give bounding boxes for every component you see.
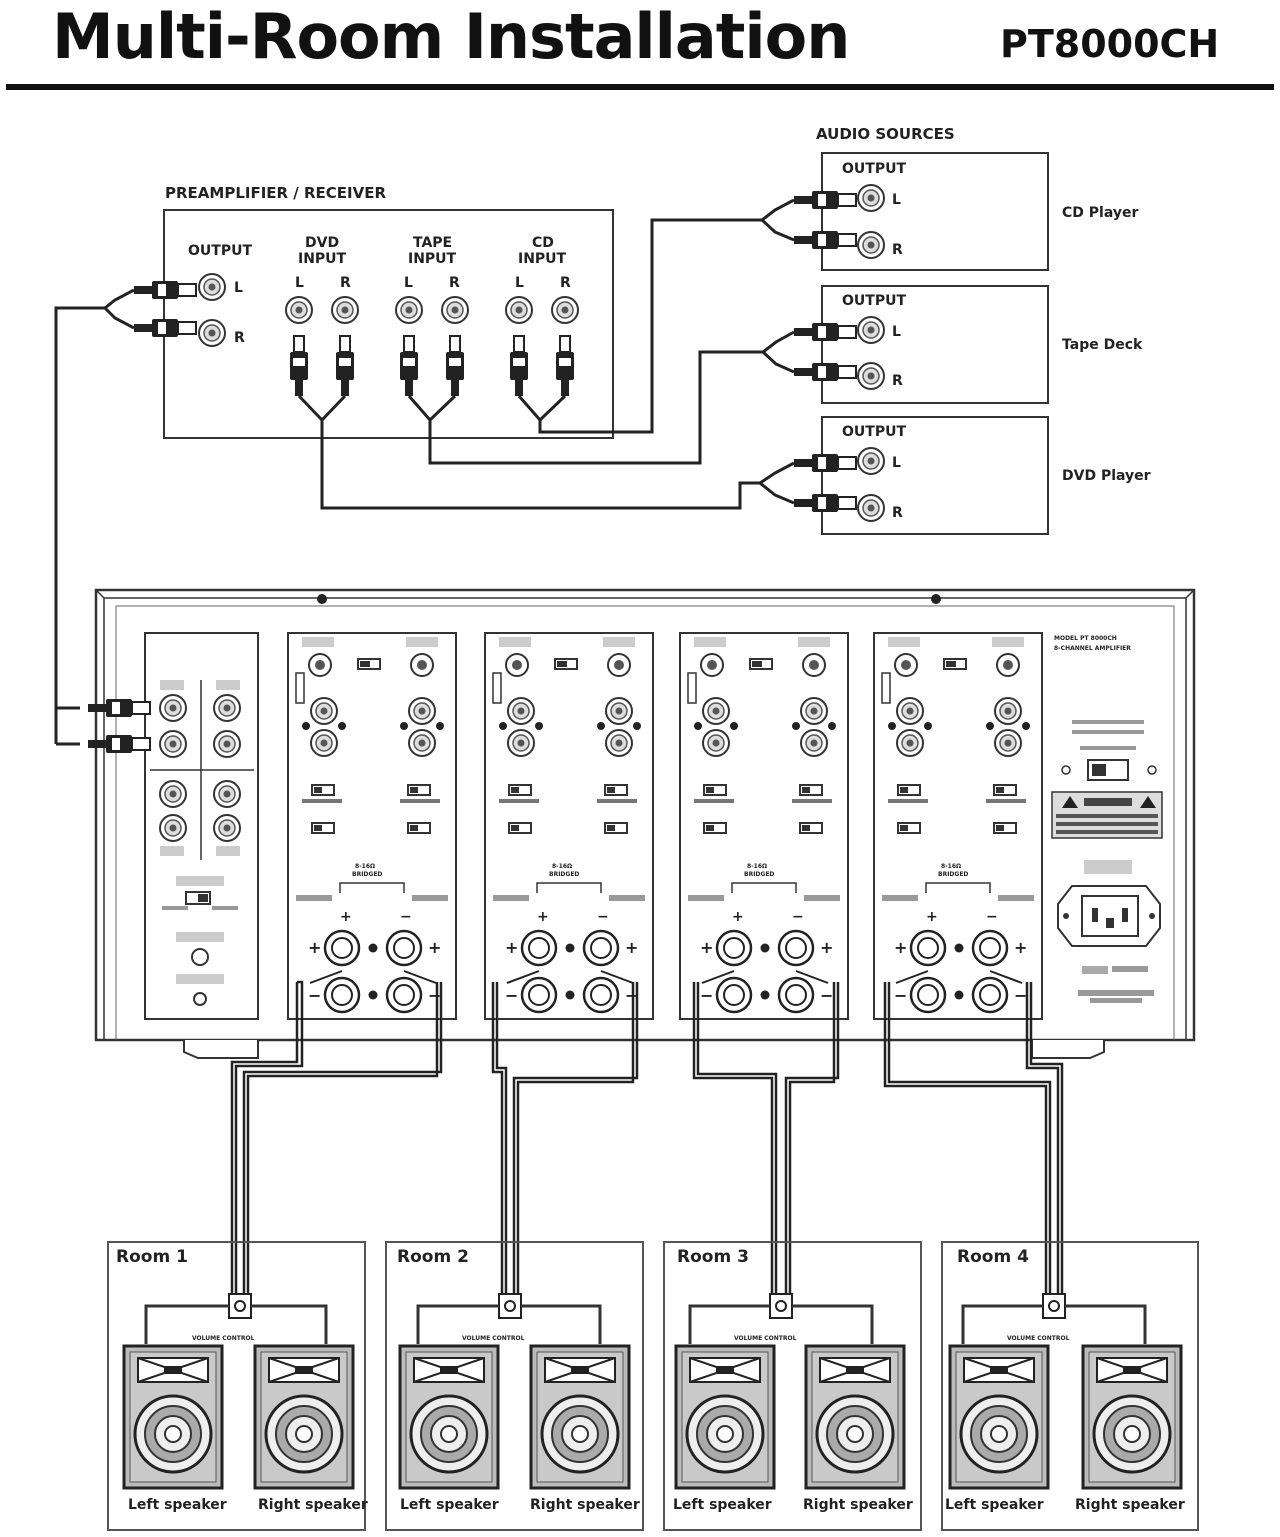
dvd-l-jack — [285, 296, 313, 324]
tape-out-l-jack — [857, 316, 885, 344]
room-4: Room 4 VOLUME CONTROL Left speaker Right… — [941, 1241, 1199, 1531]
preamp-output-r-label: R — [234, 330, 245, 346]
room-1: Room 1 VOLUME CONTROL Left speaker Right… — [107, 1241, 368, 1531]
room-3: Room 3 VOLUME CONTROL Left speaker Right… — [663, 1241, 922, 1531]
tape-l-jack — [395, 296, 423, 324]
bridged-sub-3: BRIDGED — [744, 871, 774, 878]
cd-l-label: L — [515, 275, 524, 291]
room-4-right-speaker-label: Right speaker — [1075, 1497, 1185, 1513]
cd-player-label: CD Player — [1062, 205, 1138, 221]
preamp-output-l-jack — [198, 273, 226, 301]
cd-input-label-1: CD — [532, 235, 554, 251]
preamp-output-l-label: L — [234, 280, 243, 296]
cd-input-label-2: INPUT — [518, 251, 567, 267]
room-2-volume-label: VOLUME CONTROL — [462, 1335, 525, 1342]
cd-out-l-plug — [793, 190, 857, 210]
room-3-left-speaker-label: Left speaker — [673, 1497, 772, 1513]
room-4-volume-label: VOLUME CONTROL — [1007, 1335, 1070, 1342]
cd-out-l-jack — [857, 184, 885, 212]
cd-l-jack — [505, 296, 533, 324]
dvd-player-label: DVD Player — [1062, 468, 1151, 484]
room-1-label: Room 1 — [116, 1247, 188, 1267]
preamp-output-r-plug — [133, 318, 197, 338]
room-4-label: Room 4 — [957, 1247, 1029, 1267]
dvd-output-label: OUTPUT — [842, 424, 906, 440]
dvd-out-l-label: L — [892, 455, 901, 471]
room-3-right-speaker-label: Right speaker — [803, 1497, 913, 1513]
room-3-volume-label: VOLUME CONTROL — [734, 1335, 797, 1342]
tape-r-label: R — [449, 275, 460, 291]
room-4-left-speaker-label: Left speaker — [945, 1497, 1044, 1513]
amp-model-label: MODEL PT 8000CH — [1054, 635, 1117, 642]
amplifier: 8-16Ω BRIDGED 8-16Ω BRIDGED 8-16Ω BRIDGE… — [87, 588, 1196, 1059]
room-1-right-speaker-label: Right speaker — [258, 1497, 368, 1513]
tape-l-label: L — [404, 275, 413, 291]
tape-out-l-label: L — [892, 324, 901, 340]
room-2-left-speaker-label: Left speaker — [400, 1497, 499, 1513]
dvd-r-label: R — [340, 275, 351, 291]
dvd-r-jack — [331, 296, 359, 324]
dvd-out-l-plug — [793, 453, 857, 473]
source-cables — [54, 198, 795, 746]
room-2: Room 2 VOLUME CONTROL Left speaker Right… — [385, 1241, 644, 1531]
cd-output-label: OUTPUT — [842, 161, 906, 177]
room-2-right-speaker-label: Right speaker — [530, 1497, 640, 1513]
tape-input-label-1: TAPE — [413, 235, 452, 251]
preamp-output-l-plug — [133, 280, 197, 300]
dvd-out-l-jack — [857, 447, 885, 475]
dvd-out-r-label: R — [892, 505, 903, 521]
tape-out-r-plug — [793, 362, 857, 382]
cd-r-jack — [551, 296, 579, 324]
preamp-output-label: OUTPUT — [188, 243, 252, 259]
dvd-l-label: L — [295, 275, 304, 291]
model-number: PT8000CH — [1000, 22, 1220, 66]
room-1-left-speaker-label: Left speaker — [128, 1497, 227, 1513]
room-2-label: Room 2 — [397, 1247, 469, 1267]
page-title: Multi-Room Installation — [52, 0, 850, 73]
tape-output-label: OUTPUT — [842, 293, 906, 309]
room-1-volume-label: VOLUME CONTROL — [192, 1335, 255, 1342]
cd-r-label: R — [560, 275, 571, 291]
preamp-title: PREAMPLIFIER / RECEIVER — [165, 184, 386, 202]
cd-out-r-plug — [793, 230, 857, 250]
dvd-input-label-1: DVD — [305, 235, 339, 251]
room-3-label: Room 3 — [677, 1247, 749, 1267]
bridged-sub-4: BRIDGED — [938, 871, 968, 878]
bridged-label-4: 8-16Ω — [941, 863, 961, 870]
preamp-box — [163, 209, 614, 439]
dvd-out-r-plug — [793, 493, 857, 513]
bridged-label-1: 8-16Ω — [355, 863, 375, 870]
bridged-label-3: 8-16Ω — [747, 863, 767, 870]
preamp-output-r-jack — [198, 319, 226, 347]
cd-out-r-jack — [857, 231, 885, 259]
tape-out-r-jack — [857, 362, 885, 390]
tape-deck-label: Tape Deck — [1062, 337, 1143, 353]
cd-out-l-label: L — [892, 192, 901, 208]
speaker-cables — [230, 980, 1064, 1298]
dvd-out-r-jack — [857, 494, 885, 522]
sources-title: AUDIO SOURCES — [816, 125, 955, 143]
tape-out-r-label: R — [892, 373, 903, 389]
tape-out-l-plug — [793, 322, 857, 342]
bridged-sub-1: BRIDGED — [352, 871, 382, 878]
tape-input-label-2: INPUT — [408, 251, 457, 267]
cd-out-r-label: R — [892, 242, 903, 258]
bridged-label-2: 8-16Ω — [552, 863, 572, 870]
dvd-input-label-2: INPUT — [298, 251, 347, 267]
tape-r-jack — [441, 296, 469, 324]
amp-type-label: 8-CHANNEL AMPLIFIER — [1054, 645, 1131, 652]
bridged-sub-2: BRIDGED — [549, 871, 579, 878]
title-rule — [6, 84, 1274, 90]
